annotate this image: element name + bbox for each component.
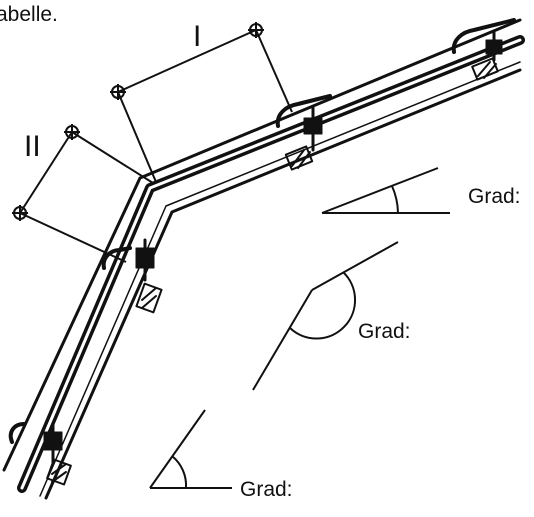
dimension-marker-icon: [110, 84, 126, 100]
fastener-top: [485, 30, 503, 62]
angle-label-top: Grad:: [468, 185, 521, 208]
angle-figure-middle: [252, 241, 399, 391]
batten-top: [471, 57, 499, 81]
batten-upper: [284, 145, 314, 171]
dimension-II: [12, 124, 154, 263]
rafter-line: [44, 68, 522, 500]
dimension-marker-icon: [248, 22, 264, 38]
angle-label-bottom: Grad:: [240, 478, 293, 501]
tile-outer-line: [2, 18, 522, 472]
fastener-bottom: [43, 422, 63, 464]
dimension-marker-icon: [64, 124, 80, 140]
tile-lap-upper: [275, 94, 332, 128]
batten-ridge: [135, 282, 163, 314]
angle-figure-bottom: [149, 409, 232, 489]
angle-label-middle: Grad:: [358, 320, 411, 343]
dimension-label-I: I: [193, 20, 201, 53]
heading-fragment: abelle.: [0, 3, 58, 26]
dimension-marker-icon: [12, 205, 28, 221]
batten-bottom: [46, 458, 72, 486]
dimension-label-II: II: [24, 130, 41, 163]
fastener-ridge: [135, 238, 155, 282]
angle-figure-top: [321, 167, 450, 214]
roofing-membrane: [17, 35, 525, 493]
fastener-upper: [303, 106, 323, 152]
tile-lap-top: [451, 18, 516, 54]
dimension-I: [110, 22, 293, 183]
roof-assembly: [2, 18, 525, 500]
tile-lap-bottom: [8, 422, 26, 444]
